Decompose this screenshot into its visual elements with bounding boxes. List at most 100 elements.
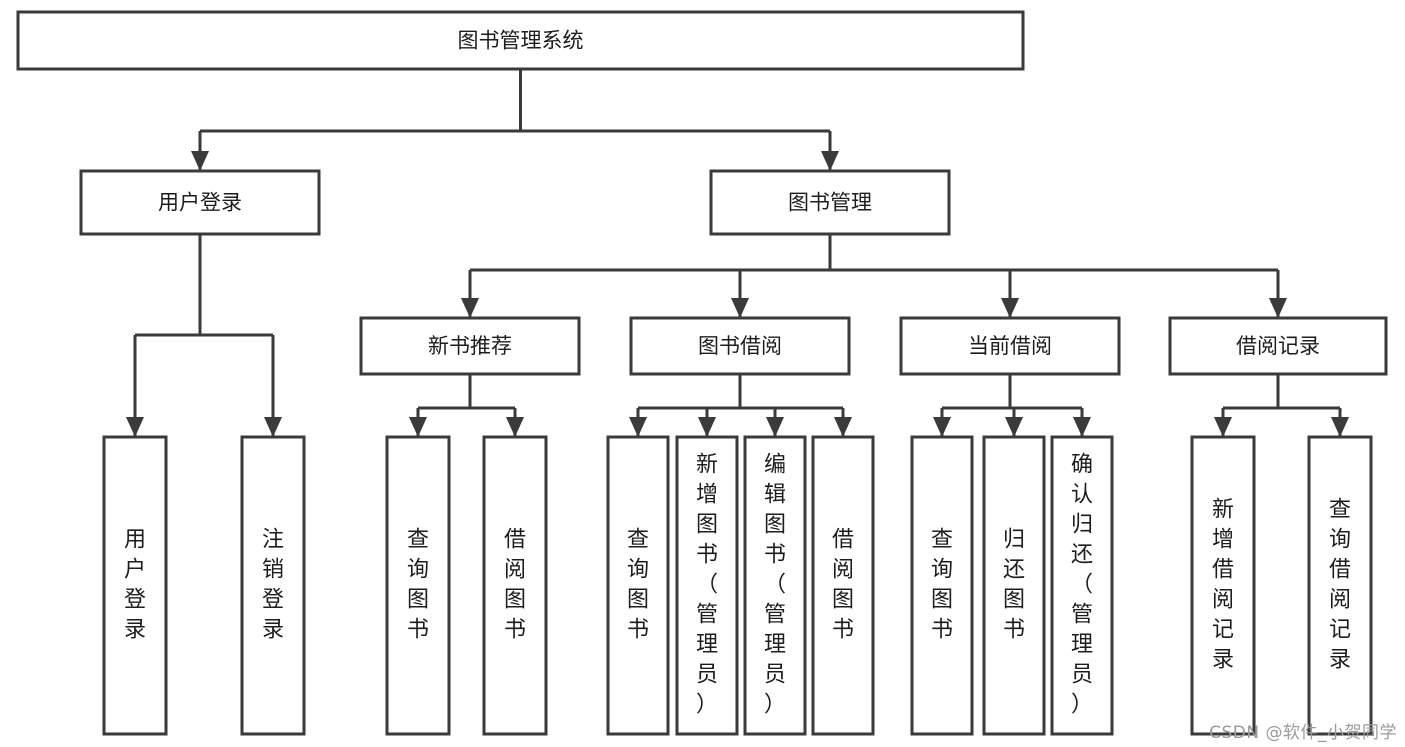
arrow-head-icon — [461, 298, 479, 318]
node-box[interactable] — [1307, 435, 1373, 736]
node-box[interactable] — [482, 435, 548, 736]
node-label-char: 员 — [764, 663, 786, 688]
node-box[interactable] — [102, 435, 168, 736]
node-label-char: 理 — [696, 633, 718, 658]
arrow-head-icon — [1001, 298, 1019, 318]
arrow-head-icon — [731, 298, 749, 318]
node-box[interactable] — [385, 435, 451, 736]
node-label-char: 理 — [1071, 633, 1093, 658]
node-box[interactable] — [709, 169, 951, 236]
arrow-head-icon — [698, 417, 716, 437]
node-label-char: 辑 — [764, 483, 786, 508]
node-box[interactable] — [982, 435, 1046, 736]
node-box[interactable] — [811, 435, 875, 736]
arrow-head-icon — [1005, 417, 1023, 437]
level3-node[interactable]: 图书借阅 — [629, 316, 851, 376]
node-label-char: 归 — [1003, 528, 1025, 553]
node-label: 新书推荐 — [428, 334, 512, 358]
node-box[interactable] — [79, 169, 321, 236]
arrow-head-icon — [1214, 417, 1232, 437]
node-label-char: 书 — [504, 618, 526, 643]
node-label-char: 增 — [696, 483, 718, 508]
node-box[interactable] — [240, 435, 306, 736]
node-label-char: 增 — [1212, 528, 1234, 553]
node-label-char: 书 — [832, 618, 854, 643]
node-label-char: 图 — [504, 588, 526, 613]
node-label-char: 图 — [931, 588, 953, 613]
node-label: 图书管理 — [788, 191, 872, 215]
level3-node[interactable]: 借阅记录 — [1168, 316, 1388, 376]
node-label-char: 新 — [696, 453, 718, 478]
arrow-head-icon — [1073, 417, 1091, 437]
node-label-char: 管 — [1071, 603, 1093, 628]
node-label-char: 编 — [764, 453, 786, 478]
node-box[interactable] — [606, 435, 670, 736]
node-label: 用户登录 — [158, 191, 242, 215]
node-label-char: 借 — [832, 528, 854, 553]
node-box[interactable] — [675, 435, 739, 736]
node-box[interactable] — [16, 10, 1025, 71]
node-label-char: 图 — [764, 513, 786, 538]
node-label-char: 登 — [124, 588, 146, 613]
node-label-char: 书 — [627, 618, 649, 643]
node-box[interactable] — [629, 316, 851, 376]
node-label-char: 认 — [1071, 483, 1093, 508]
leaf-node[interactable]: 用户登录 — [102, 435, 168, 736]
node-label-char: 询 — [1329, 528, 1351, 553]
node-box[interactable] — [1190, 435, 1256, 736]
node-label-char: 询 — [407, 558, 429, 583]
node-label-char: 书 — [407, 618, 429, 643]
level2-node[interactable]: 图书管理 — [709, 169, 951, 236]
node-label-char: 录 — [1329, 648, 1351, 673]
level2-node[interactable]: 用户登录 — [79, 169, 321, 236]
node-box[interactable] — [743, 435, 807, 736]
node-label-char: （ — [764, 573, 786, 598]
node-label-char: 查 — [407, 528, 429, 553]
node-label-char: ） — [1071, 693, 1093, 718]
node-label-char: 询 — [931, 558, 953, 583]
arrow-head-icon — [191, 151, 209, 171]
node-box[interactable] — [1168, 316, 1388, 376]
node-box[interactable] — [359, 316, 581, 376]
level3-node[interactable]: 新书推荐 — [359, 316, 581, 376]
root-node-图书管理系统[interactable]: 图书管理系统 — [16, 10, 1025, 71]
node-label-char: 阅 — [1329, 588, 1351, 613]
arrow-head-icon — [629, 417, 647, 437]
node-label-char: 员 — [696, 663, 718, 688]
node-label-char: 还 — [1071, 543, 1093, 568]
node-box[interactable] — [1050, 435, 1114, 736]
node-label: 图书借阅 — [698, 334, 782, 358]
node-label-char: 询 — [627, 558, 649, 583]
node-label-char: 图 — [1003, 588, 1025, 613]
node-label-char: 书 — [931, 618, 953, 643]
node-label-char: 归 — [1071, 513, 1093, 538]
node-label-char: 记 — [1212, 618, 1234, 643]
node-box[interactable] — [910, 435, 974, 736]
arrow-head-icon — [126, 417, 144, 437]
node-box[interactable] — [899, 316, 1121, 376]
arrow-head-icon — [834, 417, 852, 437]
level3-node[interactable]: 当前借阅 — [899, 316, 1121, 376]
node-label-char: 借 — [504, 528, 526, 553]
node-label-char: 管 — [764, 603, 786, 628]
